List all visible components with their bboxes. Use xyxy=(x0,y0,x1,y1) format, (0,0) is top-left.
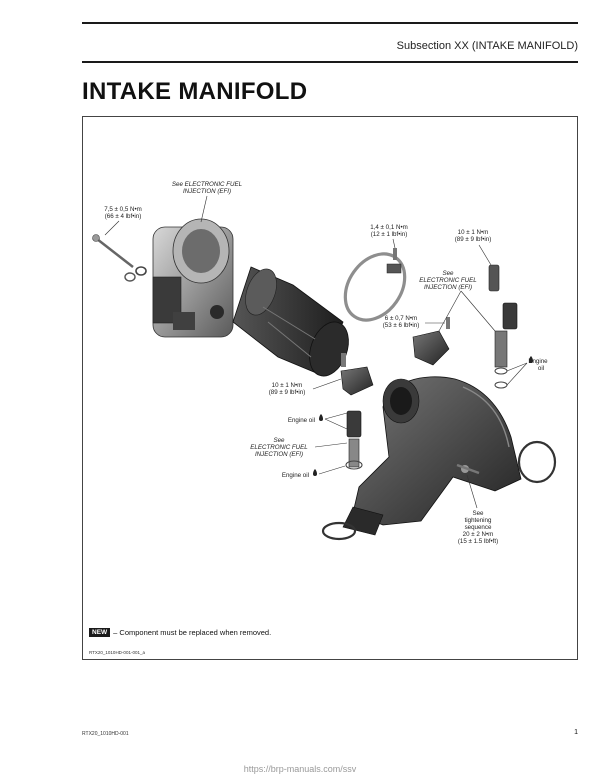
label-engine-oil-right: oil xyxy=(538,365,544,372)
subsection-header: Subsection XX (INTAKE MANIFOLD) xyxy=(396,40,578,52)
page-title: INTAKE MANIFOLD xyxy=(82,78,308,105)
map-sensor xyxy=(412,330,450,366)
manifold-o-ring xyxy=(517,440,557,484)
label-torque-clamp: 1,4 ± 0,1 N•m xyxy=(370,224,408,231)
label-efi-top: See ELECTRONIC FUEL xyxy=(172,181,243,188)
label-torque-injector-right: (89 ± 9 lbf•in) xyxy=(455,236,492,243)
sensor-screw xyxy=(446,317,450,329)
flange-gasket xyxy=(321,521,357,541)
label-efi-right: INJECTION (EFI) xyxy=(424,284,472,291)
label-efi-middle: ELECTRONIC FUEL xyxy=(250,444,308,451)
intake-manifold xyxy=(342,376,522,536)
intake-adapter-boot xyxy=(232,266,349,377)
new-badge: NEW xyxy=(89,628,111,637)
label-tightening-sequence: See xyxy=(472,510,484,517)
label-torque-injector-middle: 10 ± 1 N•m xyxy=(272,382,303,389)
label-tightening-sequence: tightening xyxy=(465,517,492,524)
label-efi-top: INJECTION (EFI) xyxy=(183,188,231,195)
injector-holder-middle xyxy=(340,353,374,396)
label-torque-throttle-bolt: 7,5 ± 0,5 N•m xyxy=(104,206,142,213)
throttle-body-bolt xyxy=(92,234,147,282)
exploded-view-figure: See ELECTRONIC FUEL INJECTION (EFI) 7,5 … xyxy=(82,116,578,660)
label-torque-injector-right: 10 ± 1 N•m xyxy=(458,229,489,236)
legend: NEW – Component must be replaced when re… xyxy=(89,628,271,637)
oil-drop-icon xyxy=(319,414,323,421)
legend-text: – Component must be replaced when remove… xyxy=(113,628,272,637)
fuel-injector-right xyxy=(488,264,518,389)
page-number: 1 xyxy=(574,729,578,736)
label-tightening-sequence: sequence xyxy=(465,524,492,531)
label-efi-middle: INJECTION (EFI) xyxy=(255,451,303,458)
label-torque-sensor: (53 ± 6 lbf•in) xyxy=(383,322,420,329)
source-url[interactable]: https://brp-manuals.com/ssv xyxy=(243,764,357,774)
label-efi-right: See xyxy=(442,270,454,277)
footer-code: RTX20_1010HD-001 xyxy=(82,731,129,737)
label-engine-oil-right: Engine xyxy=(528,358,548,365)
label-engine-oil-2: Engine oil xyxy=(282,472,309,479)
throttle-body xyxy=(152,218,234,338)
label-efi-right: ELECTRONIC FUEL xyxy=(419,277,477,284)
intake-manifold-exploded-diagram: See ELECTRONIC FUEL INJECTION (EFI) 7,5 … xyxy=(92,181,557,545)
label-tightening-sequence: (15 ± 1.5 lbf•ft) xyxy=(458,538,498,545)
header-rule-bottom xyxy=(82,61,578,63)
label-torque-clamp: (12 ± 1 lbf•in) xyxy=(371,231,408,238)
label-engine-oil-1: Engine oil xyxy=(288,417,315,424)
oil-drop-icon xyxy=(529,356,533,363)
header-rule-top xyxy=(82,22,578,24)
label-torque-injector-middle: (89 ± 9 lbf•in) xyxy=(269,389,306,396)
fuel-injector-middle xyxy=(345,410,363,470)
label-efi-middle: See xyxy=(273,437,285,444)
figure-id: RTX20_1010HD-001-001_a xyxy=(89,650,145,655)
label-tightening-sequence: 20 ± 2 N•m xyxy=(463,531,494,538)
clamp-screw xyxy=(393,248,397,260)
label-torque-throttle-bolt: (66 ± 4 lbf•in) xyxy=(105,213,142,220)
label-torque-sensor: 6 ± 0,7 N•m xyxy=(385,315,417,322)
oil-drop-icon xyxy=(313,469,317,476)
